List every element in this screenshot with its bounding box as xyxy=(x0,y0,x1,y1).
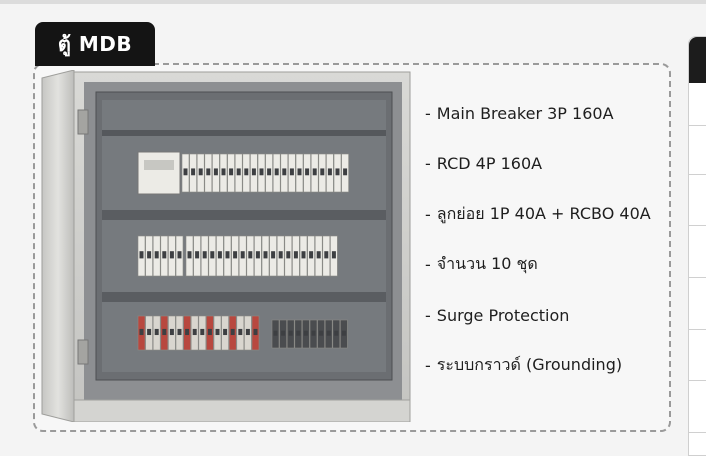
feature-item: -Main Breaker 3P 160A xyxy=(425,88,675,139)
feature-text: ระบบกราวด์ (Grounding) xyxy=(436,355,623,375)
feature-item: -RCD 4P 160A xyxy=(425,139,675,190)
feature-text: ลูกย่อย 1P 40A + RCBO 40A xyxy=(436,203,651,223)
list-bullet: - xyxy=(425,356,431,376)
adjacent-card-edge xyxy=(688,36,706,456)
mdb-cabinet-icon xyxy=(41,70,411,422)
adjacent-card-header xyxy=(689,37,706,83)
product-title: ตู้ MDB xyxy=(57,32,133,56)
list-bullet: - xyxy=(425,305,431,325)
adjacent-card-divider xyxy=(689,125,706,126)
product-title-tag: ตู้ MDB xyxy=(35,22,155,66)
adjacent-card-divider xyxy=(689,174,706,175)
feature-item: -ระบบกราวด์ (Grounding) xyxy=(425,341,675,392)
list-bullet: - xyxy=(425,255,431,275)
feature-text: Surge Protection xyxy=(436,305,570,325)
feature-item: -Surge Protection xyxy=(425,290,675,341)
feature-text: Main Breaker 3P 160A xyxy=(436,103,614,123)
adjacent-card-divider xyxy=(689,225,706,226)
adjacent-card-divider xyxy=(689,277,706,278)
feature-text: จำนวน 10 ชุด xyxy=(436,254,538,274)
top-edge-strip xyxy=(0,0,706,4)
feature-item: -ลูกย่อย 1P 40A + RCBO 40A xyxy=(425,189,675,240)
feature-list: -Main Breaker 3P 160A -RCD 4P 160A -ลูกย… xyxy=(425,88,675,391)
feature-text: RCD 4P 160A xyxy=(436,154,543,174)
adjacent-card-divider xyxy=(689,380,706,381)
adjacent-card-divider xyxy=(689,432,706,433)
list-bullet: - xyxy=(425,204,431,224)
adjacent-card-divider xyxy=(689,329,706,330)
list-bullet: - xyxy=(425,154,431,174)
list-bullet: - xyxy=(425,103,431,123)
feature-item: -จำนวน 10 ชุด xyxy=(425,240,675,291)
